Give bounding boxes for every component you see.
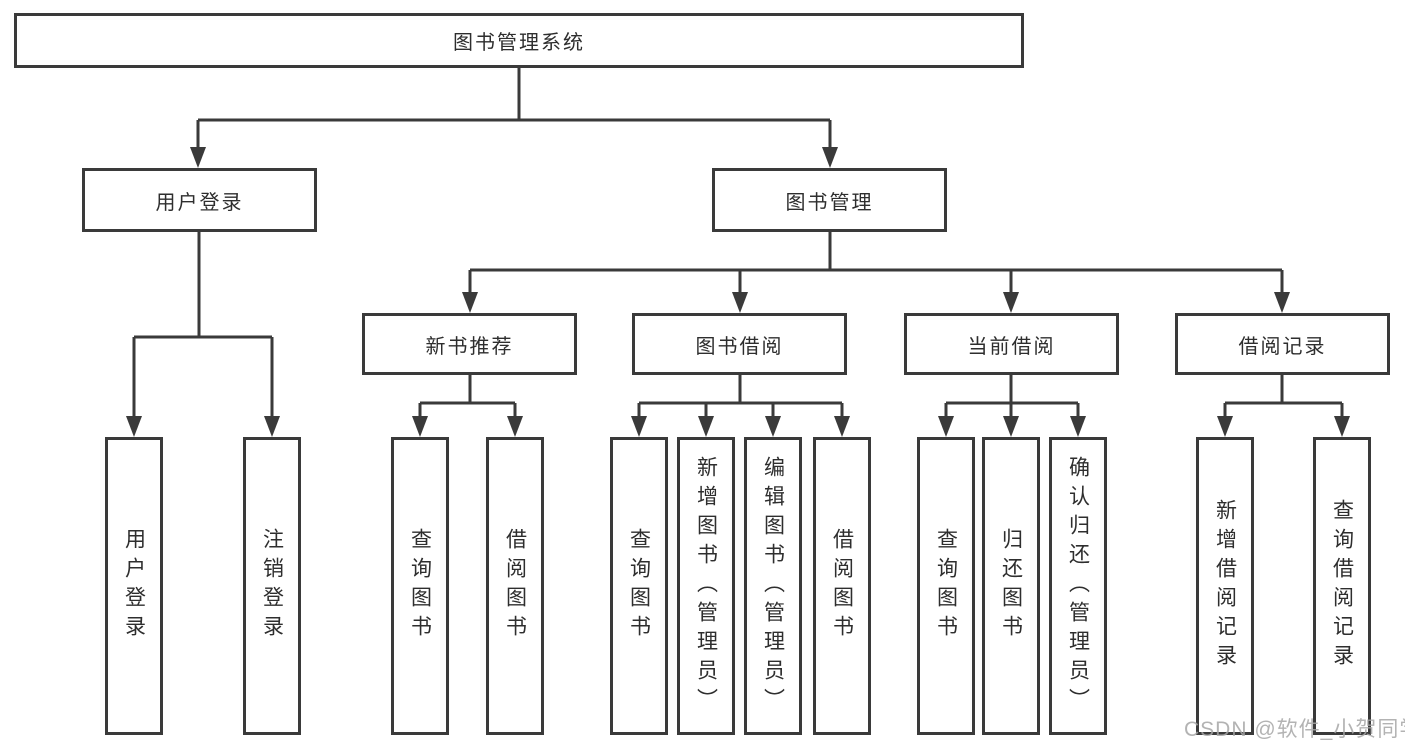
node-book-management: 图书管理 — [712, 168, 947, 232]
leaf-newbook-query-books: 查询图书 — [391, 437, 449, 735]
csdn-watermark: CSDN @软件_小贺同学 — [1184, 718, 1405, 741]
node-book-management-system: 图书管理系统 — [14, 13, 1024, 68]
leaf-user-login: 用户登录 — [105, 437, 163, 735]
node-book-borrowing: 图书借阅 — [632, 313, 847, 375]
leaf-logout: 注销登录 — [243, 437, 301, 735]
leaf-records-query-borrow-record: 查询借阅记录 — [1313, 437, 1371, 735]
leaf-current-confirm-return-admin: 确认归还（管理员） — [1049, 437, 1107, 735]
node-user-login: 用户登录 — [82, 168, 317, 232]
node-new-book-recommend: 新书推荐 — [362, 313, 577, 375]
leaf-records-add-borrow-record: 新增借阅记录 — [1196, 437, 1254, 735]
leaf-borrowing-borrow-books: 借阅图书 — [813, 437, 871, 735]
leaf-borrowing-query-books: 查询图书 — [610, 437, 668, 735]
leaf-current-return-books: 归还图书 — [982, 437, 1040, 735]
leaf-borrowing-edit-books-admin: 编辑图书（管理员） — [744, 437, 802, 735]
leaf-newbook-borrow-books: 借阅图书 — [486, 437, 544, 735]
node-current-borrowing: 当前借阅 — [904, 313, 1119, 375]
leaf-borrowing-add-books-admin: 新增图书（管理员） — [677, 437, 735, 735]
leaf-current-query-books: 查询图书 — [917, 437, 975, 735]
node-borrow-records: 借阅记录 — [1175, 313, 1390, 375]
